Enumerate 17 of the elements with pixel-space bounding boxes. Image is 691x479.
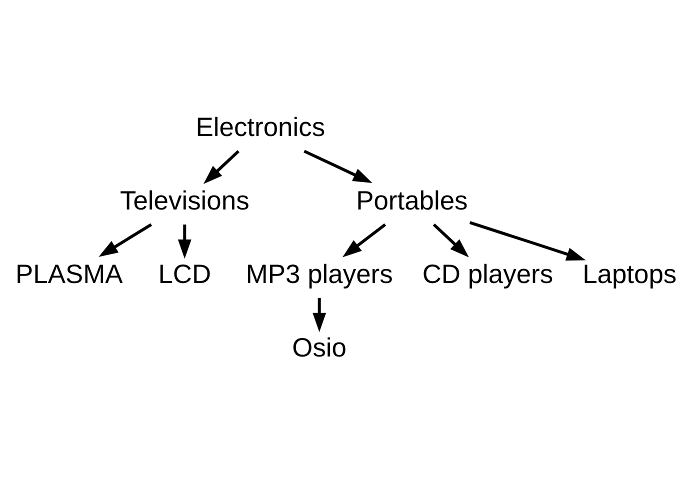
node-text: CD players (422, 258, 554, 289)
arrow (312, 298, 326, 332)
node-text: PLASMA (16, 258, 123, 289)
node-text: Televisions (120, 186, 250, 216)
node-text: Electronics (196, 112, 326, 142)
node-text: Laptops (582, 258, 677, 289)
arrow (98, 223, 152, 257)
node-text: MP3 players (246, 258, 393, 289)
arrow (203, 150, 240, 184)
arrow (432, 223, 469, 258)
node-text: Osio (292, 332, 347, 362)
arrow (342, 223, 386, 258)
arrow (469, 221, 586, 261)
node-text: LCD (158, 258, 212, 289)
node-text: Portables (356, 186, 468, 216)
arrow (304, 150, 372, 184)
arrow (178, 224, 192, 259)
